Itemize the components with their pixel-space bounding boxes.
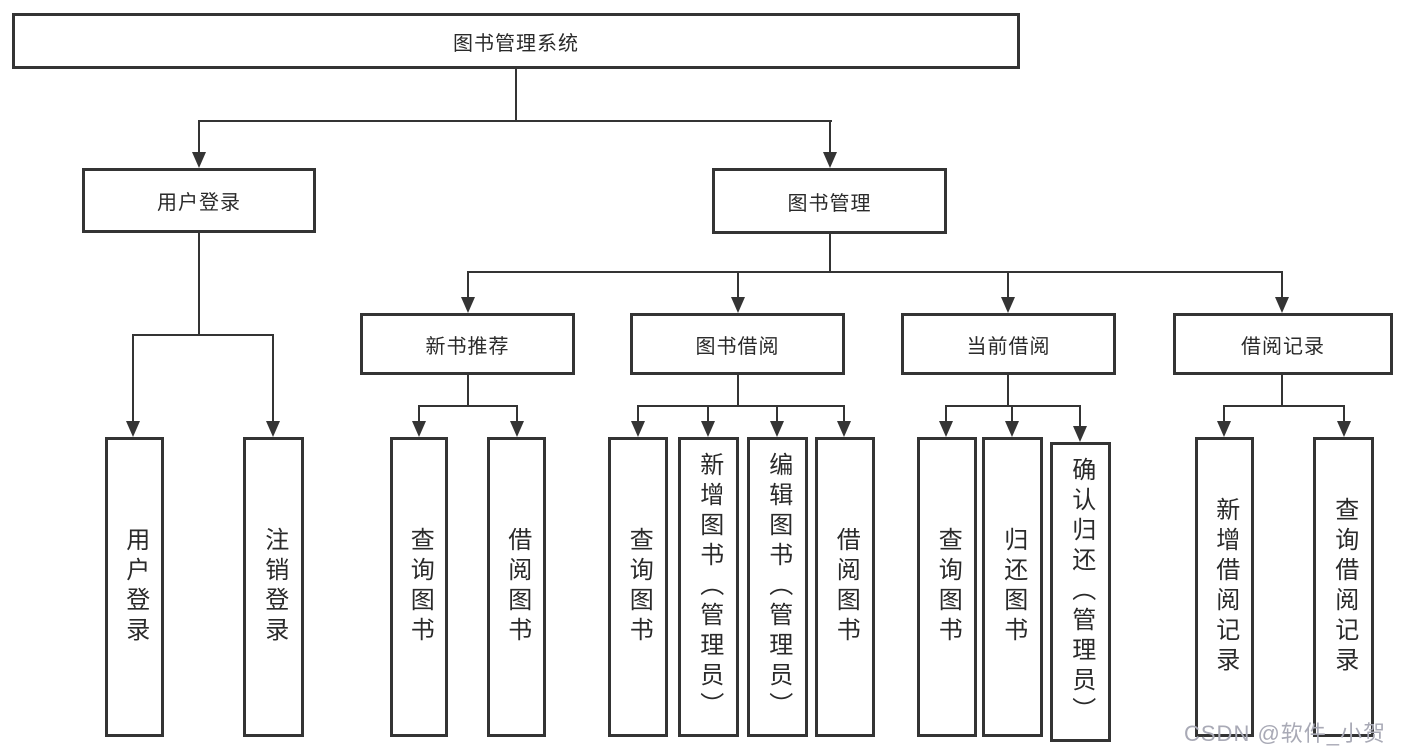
arrowhead-icon bbox=[1005, 421, 1019, 437]
connector-line bbox=[707, 405, 709, 423]
arrowhead-icon bbox=[1001, 297, 1015, 313]
leaf-label: 归还图书 bbox=[999, 527, 1027, 647]
leaf-label: 查询图书 bbox=[406, 527, 434, 647]
node-user-login: 用户登录 bbox=[82, 168, 316, 233]
leaf-label: 确认归还（管理员） bbox=[1067, 457, 1095, 727]
connector-line bbox=[1223, 405, 1345, 407]
arrowhead-icon bbox=[1217, 421, 1231, 437]
node-root-label: 图书管理系统 bbox=[453, 32, 579, 55]
node-label: 借阅记录 bbox=[1241, 335, 1325, 358]
node-label: 用户登录 bbox=[157, 192, 241, 214]
connector-line bbox=[1011, 405, 1013, 423]
connector-line bbox=[829, 120, 831, 154]
connector-line bbox=[945, 405, 1081, 407]
arrowhead-icon bbox=[823, 152, 837, 168]
connector-line bbox=[467, 375, 469, 407]
leaf-label: 新增借阅记录 bbox=[1211, 497, 1239, 677]
leaf-borrow-books-recommend: 借阅图书 bbox=[487, 437, 546, 737]
arrowhead-icon bbox=[461, 297, 475, 313]
leaf-borrow-books: 借阅图书 bbox=[815, 437, 875, 737]
node-current-borrow: 当前借阅 bbox=[901, 313, 1116, 375]
arrowhead-icon bbox=[837, 421, 851, 437]
node-borrow-records: 借阅记录 bbox=[1173, 313, 1393, 375]
connector-line bbox=[637, 405, 639, 423]
connector-line bbox=[1007, 375, 1009, 407]
connector-line bbox=[418, 405, 420, 423]
arrowhead-icon bbox=[1337, 421, 1351, 437]
leaf-query-books-borrow: 查询图书 bbox=[608, 437, 668, 737]
node-book-management: 图书管理 bbox=[712, 168, 947, 234]
connector-line bbox=[1281, 271, 1283, 299]
leaf-add-borrow-record: 新增借阅记录 bbox=[1195, 437, 1254, 737]
arrowhead-icon bbox=[631, 421, 645, 437]
arrowhead-icon bbox=[939, 421, 953, 437]
node-label: 新书推荐 bbox=[425, 335, 510, 358]
leaf-label: 新增图书（管理员） bbox=[695, 452, 723, 722]
connector-line bbox=[467, 271, 1283, 273]
leaf-add-books-admin: 新增图书（管理员） bbox=[678, 437, 739, 737]
connector-line bbox=[829, 234, 831, 273]
connector-line bbox=[1281, 375, 1283, 407]
leaf-query-books-current: 查询图书 bbox=[917, 437, 977, 737]
connector-line bbox=[198, 120, 832, 122]
node-label: 图书管理 bbox=[787, 192, 872, 215]
connector-line bbox=[843, 405, 845, 423]
arrowhead-icon bbox=[701, 421, 715, 437]
leaf-label: 查询图书 bbox=[934, 527, 962, 647]
node-label: 图书借阅 bbox=[695, 335, 780, 358]
connector-line bbox=[272, 334, 274, 423]
arrowhead-icon bbox=[731, 297, 745, 313]
arrowhead-icon bbox=[412, 421, 426, 437]
connector-line bbox=[515, 69, 517, 122]
node-label: 当前借阅 bbox=[966, 335, 1051, 358]
connector-line bbox=[737, 271, 739, 299]
leaf-label: 查询借阅记录 bbox=[1330, 497, 1358, 677]
watermark: CSDN @软件_小贺同学 bbox=[1184, 721, 1387, 746]
leaf-confirm-return-admin: 确认归还（管理员） bbox=[1050, 442, 1111, 742]
arrowhead-icon bbox=[770, 421, 784, 437]
connector-line bbox=[737, 375, 739, 407]
connector-line bbox=[198, 120, 200, 154]
node-book-borrow: 图书借阅 bbox=[630, 313, 845, 375]
connector-line bbox=[516, 405, 518, 423]
arrowhead-icon bbox=[1073, 426, 1087, 442]
connector-line bbox=[132, 334, 134, 423]
leaf-label: 查询图书 bbox=[625, 527, 653, 647]
connector-line bbox=[1223, 405, 1225, 423]
leaf-return-books: 归还图书 bbox=[982, 437, 1043, 737]
node-root: 图书管理系统 bbox=[12, 13, 1020, 69]
arrowhead-icon bbox=[126, 421, 140, 437]
arrowhead-icon bbox=[192, 152, 206, 168]
leaf-user-login: 用户登录 bbox=[105, 437, 164, 737]
connector-line bbox=[418, 405, 518, 407]
connector-line bbox=[1343, 405, 1345, 423]
arrowhead-icon bbox=[266, 421, 280, 437]
connector-line bbox=[1007, 271, 1009, 299]
connector-line bbox=[1079, 405, 1081, 428]
leaf-label: 注销登录 bbox=[260, 527, 288, 647]
leaf-label: 借阅图书 bbox=[503, 527, 531, 647]
leaf-query-borrow-record: 查询借阅记录 bbox=[1313, 437, 1374, 737]
leaf-label: 编辑图书（管理员） bbox=[764, 452, 792, 722]
node-new-book-recommend: 新书推荐 bbox=[360, 313, 575, 375]
connector-line bbox=[637, 405, 845, 407]
connector-line bbox=[776, 405, 778, 423]
leaf-label: 借阅图书 bbox=[832, 527, 860, 647]
connector-line bbox=[467, 271, 469, 299]
leaf-logout: 注销登录 bbox=[243, 437, 304, 737]
connector-line bbox=[132, 334, 274, 336]
leaf-edit-books-admin: 编辑图书（管理员） bbox=[747, 437, 808, 737]
connector-line bbox=[198, 233, 200, 336]
leaf-query-books-recommend: 查询图书 bbox=[390, 437, 448, 737]
connector-line bbox=[945, 405, 947, 423]
leaf-label: 用户登录 bbox=[121, 527, 149, 647]
arrowhead-icon bbox=[1275, 297, 1289, 313]
arrowhead-icon bbox=[510, 421, 524, 437]
